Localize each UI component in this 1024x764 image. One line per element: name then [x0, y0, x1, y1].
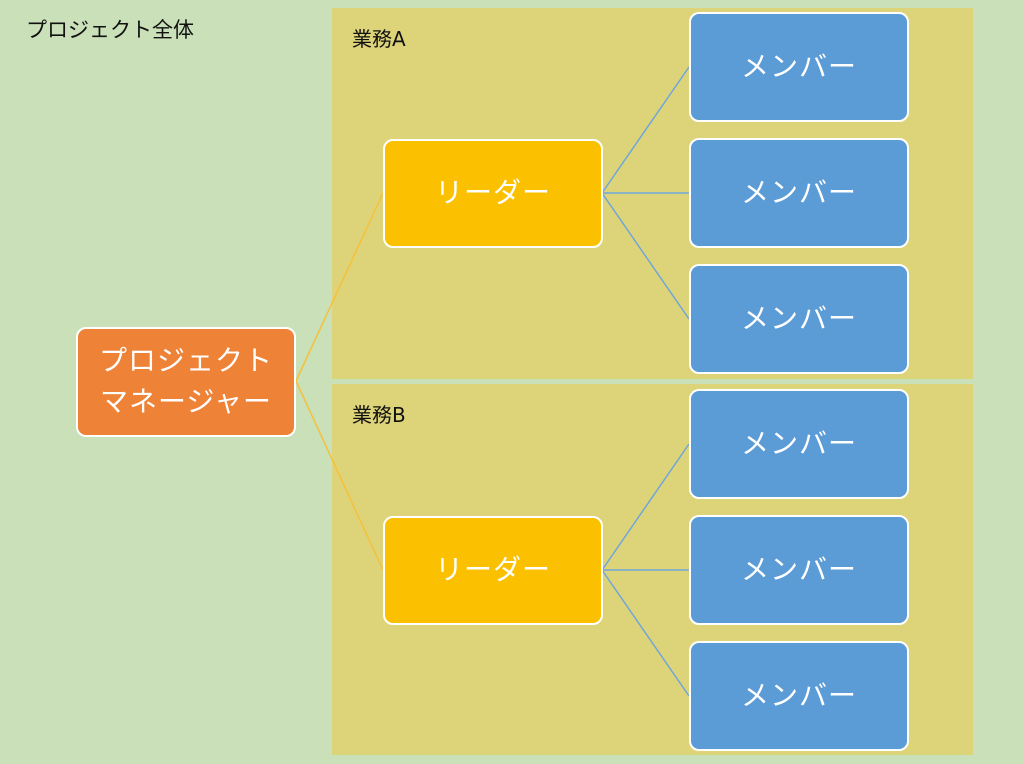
work-b-member-3-node: メンバー [689, 641, 909, 751]
work-b-member-2-label: メンバー [740, 552, 857, 586]
work-a-member-1-label: メンバー [740, 49, 857, 83]
work-a-member-2-label: メンバー [740, 175, 857, 209]
work-a-member-2-node: メンバー [689, 138, 909, 248]
project-manager-line-2: マネージャー [99, 385, 273, 418]
work-a-member-1-node: メンバー [689, 12, 909, 122]
work-b-member-1-label: メンバー [740, 426, 857, 460]
leader-a-label: リーダー [434, 176, 551, 210]
leader-a-node: リーダー [383, 139, 603, 248]
work-b-member-1-node: メンバー [689, 389, 909, 499]
project-overall-label: プロジェクト全体 [26, 18, 194, 42]
project-manager-line-1: プロジェクト [98, 344, 273, 378]
work-a-member-3-label: メンバー [740, 301, 857, 335]
work-b-label: 業務B [352, 403, 406, 427]
leader-b-node: リーダー [383, 516, 603, 625]
leader-b-label: リーダー [434, 553, 551, 587]
work-b-member-3-label: メンバー [740, 678, 857, 712]
work-a-member-3-node: メンバー [689, 264, 909, 374]
project-manager-node: プロジェクト マネージャー [76, 327, 296, 437]
work-a-label: 業務A [352, 27, 406, 51]
work-b-member-2-node: メンバー [689, 515, 909, 625]
